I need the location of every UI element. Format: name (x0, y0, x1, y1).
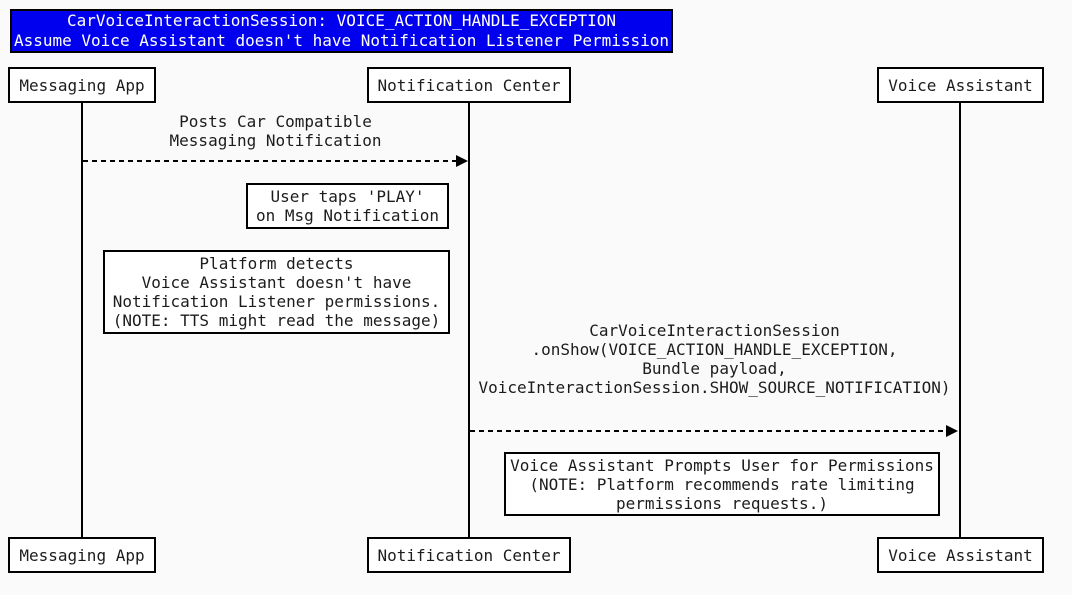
diagram-title: CarVoiceInteractionSession: VOICE_ACTION… (10, 9, 673, 53)
note-prompts-permissions: Voice Assistant Prompts User for Permiss… (504, 452, 940, 516)
participant-messaging-app-bottom: Messaging App (8, 537, 156, 573)
diagram-title-line-2: Assume Voice Assistant doesn't have Noti… (13, 31, 670, 50)
participant-voice-assistant-top: Voice Assistant (877, 67, 1044, 103)
lifeline-notification-center (468, 103, 470, 537)
message-label-on-show: CarVoiceInteractionSession .onShow(VOICE… (478, 321, 951, 397)
participant-voice-assistant-bottom: Voice Assistant (877, 537, 1044, 573)
participant-notification-center-bottom: Notification Center (367, 537, 571, 573)
note-user-taps-play: User taps 'PLAY' on Msg Notification (246, 183, 449, 229)
participant-label: Messaging App (19, 545, 145, 565)
participant-label: Messaging App (19, 75, 145, 95)
participant-notification-center-top: Notification Center (367, 67, 571, 103)
message-label-posts-notification: Posts Car Compatible Messaging Notificat… (169, 112, 382, 150)
participant-label: Notification Center (377, 75, 561, 95)
diagram-title-line-1: CarVoiceInteractionSession: VOICE_ACTION… (66, 11, 617, 30)
participant-label: Voice Assistant (888, 545, 1033, 565)
note-platform-detects: Platform detects Voice Assistant doesn't… (103, 250, 450, 334)
arrow-head-icon (946, 425, 958, 437)
lifeline-voice-assistant (959, 103, 961, 537)
participant-label: Voice Assistant (888, 75, 1033, 95)
participant-messaging-app-top: Messaging App (8, 67, 156, 103)
message-arrow-posts-notification (83, 160, 456, 162)
lifeline-messaging-app (81, 103, 83, 537)
arrow-head-icon (456, 155, 468, 167)
participant-label: Notification Center (377, 545, 561, 565)
message-arrow-on-show (470, 430, 946, 432)
